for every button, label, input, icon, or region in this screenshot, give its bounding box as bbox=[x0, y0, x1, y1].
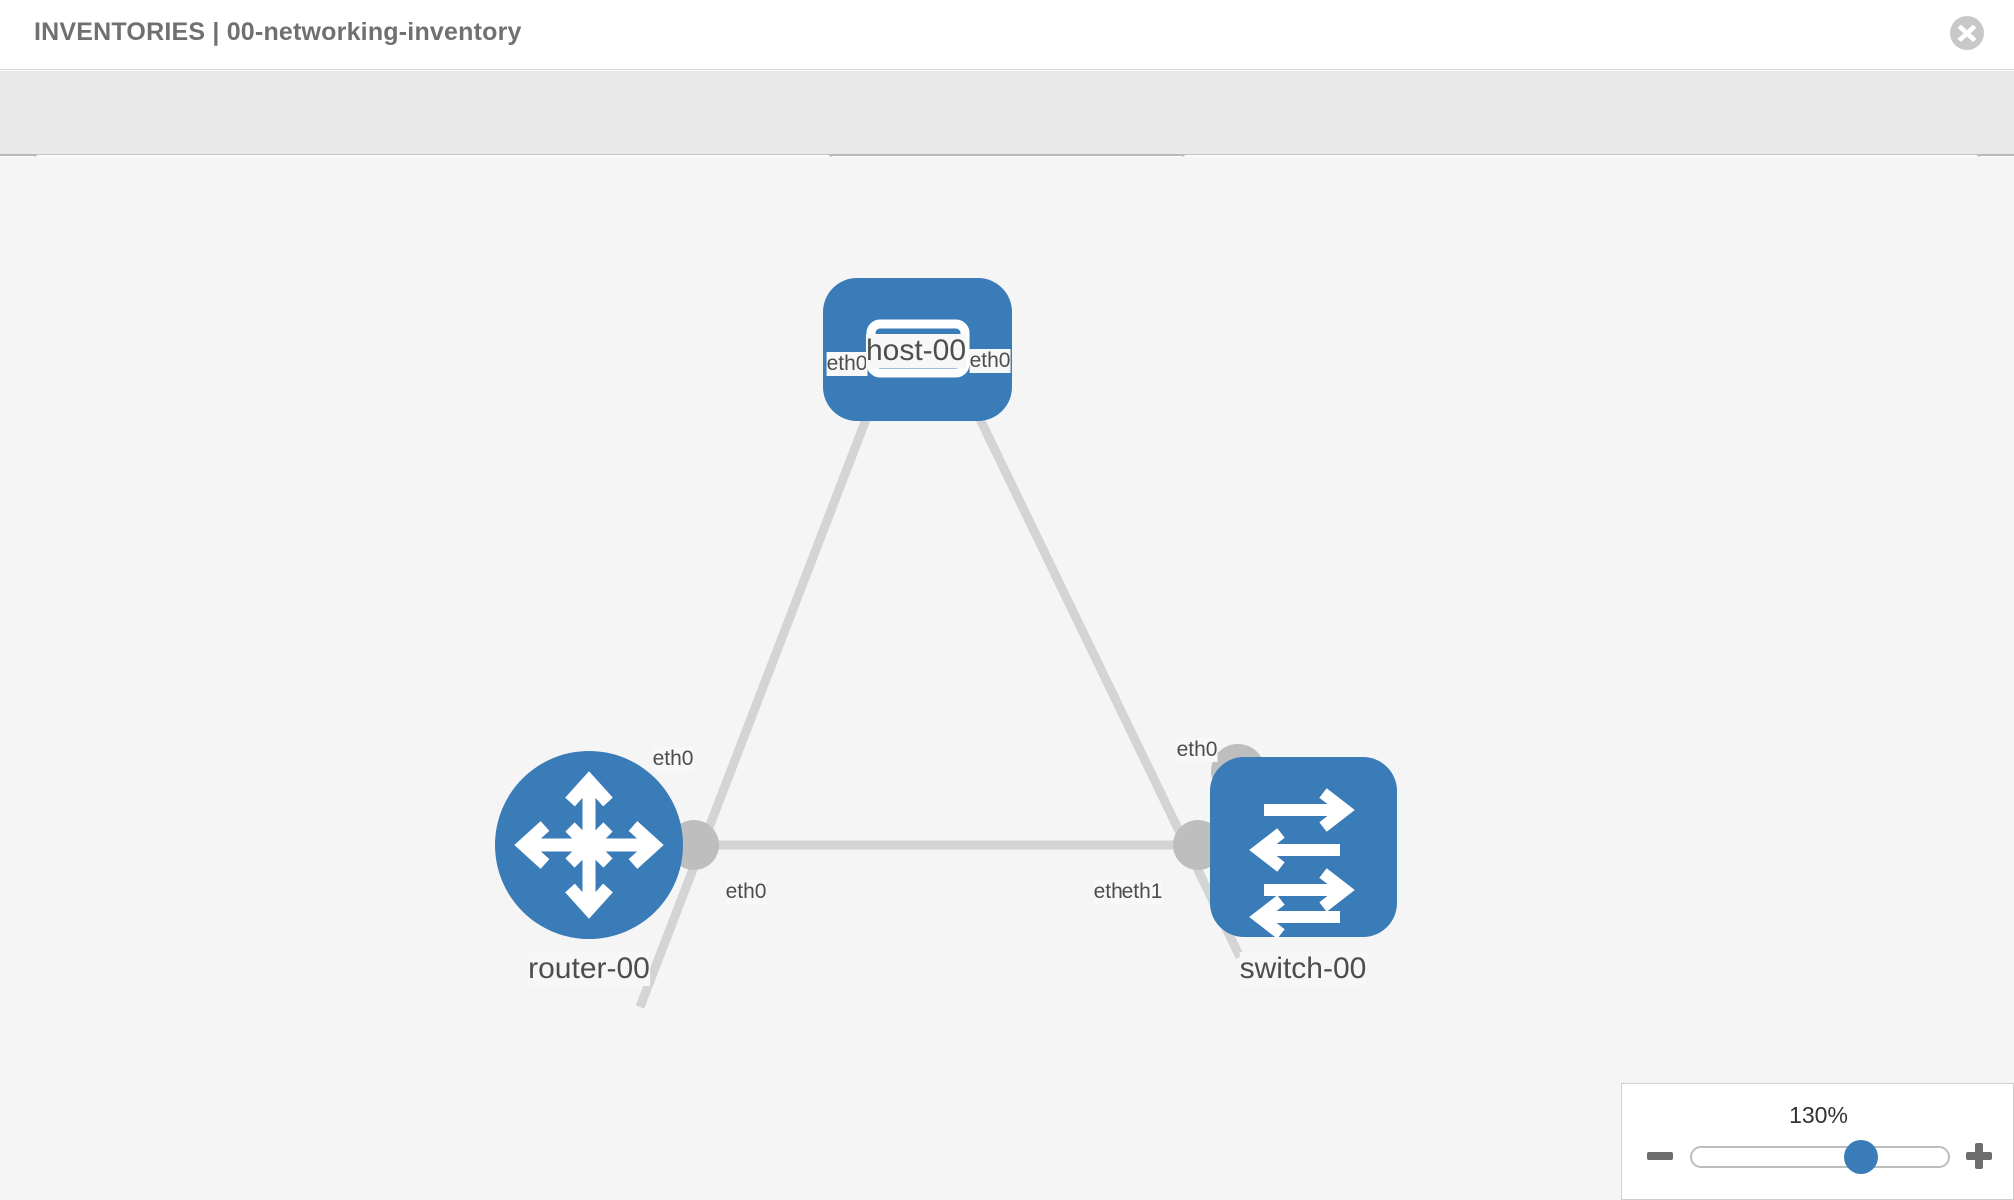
router-arrows-icon bbox=[514, 771, 664, 919]
link-host-router bbox=[635, 355, 895, 1009]
node-label-router-00: router-00 bbox=[528, 952, 650, 986]
zoom-slider-track[interactable] bbox=[1690, 1146, 1950, 1168]
node-label-host-00: host-00 bbox=[865, 334, 967, 368]
plus-icon[interactable] bbox=[1963, 1140, 1995, 1172]
zoom-control-panel: 130% bbox=[1621, 1083, 2014, 1200]
close-icon bbox=[1957, 24, 1977, 43]
topology-canvas[interactable]: eth0 eth0 eth0 eth0 eth0 eth0 eth0 eth1 … bbox=[0, 157, 2014, 1200]
node-router-00[interactable] bbox=[495, 751, 683, 939]
page-header: INVENTORIES | 00-networking-inventory bbox=[0, 0, 2014, 70]
iface-label-switch-eth0-up: eth0 bbox=[1176, 738, 1218, 762]
zoom-slider-thumb[interactable] bbox=[1844, 1140, 1878, 1174]
zoom-percent-label: 130% bbox=[1789, 1102, 1848, 1128]
node-switch-00[interactable] bbox=[1210, 757, 1397, 939]
iface-label-router-eth0: eth0 bbox=[725, 880, 767, 904]
close-button[interactable] bbox=[1950, 16, 1984, 50]
minus-icon[interactable] bbox=[1644, 1140, 1676, 1172]
iface-label-host-eth0-right: eth0 bbox=[969, 349, 1011, 373]
topology-graph bbox=[495, 278, 1397, 1009]
node-label-switch-00: switch-00 bbox=[1239, 952, 1367, 986]
iface-label-router-eth0-up: eth0 bbox=[652, 747, 694, 771]
iface-label-host-eth0-left: eth0 bbox=[826, 352, 868, 376]
page-title: INVENTORIES | 00-networking-inventory bbox=[34, 18, 522, 46]
toolbar: ACTIONS SEARCH bbox=[0, 71, 2014, 206]
switch-arrows-icon bbox=[1249, 788, 1355, 939]
iface-label-switch-eth1: eth1 bbox=[1121, 880, 1163, 904]
